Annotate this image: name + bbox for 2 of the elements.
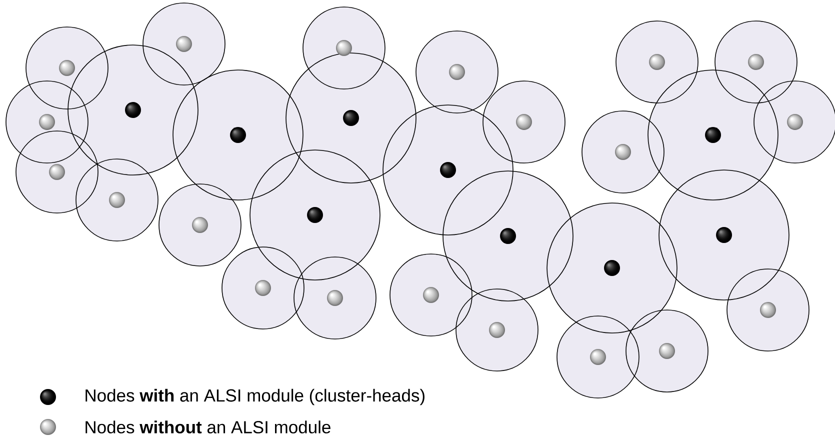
legend-text: Nodes with an ALSI module (cluster-heads) — [86, 388, 424, 406]
legend-text: Nodes without an ALSI module — [86, 420, 330, 434]
